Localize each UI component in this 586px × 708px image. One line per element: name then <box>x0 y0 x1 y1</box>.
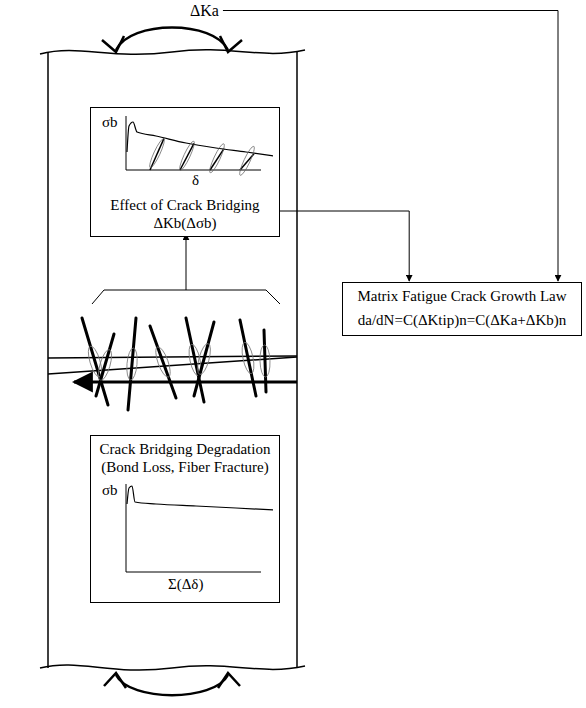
axis-label: Σ(Δδ) <box>168 576 203 593</box>
connector-arrow <box>280 211 409 281</box>
debond-zone <box>96 348 115 382</box>
bracket <box>92 290 280 304</box>
stress-intensity-label: ΔKa <box>190 2 219 19</box>
chart: σbΣ(Δδ) <box>96 480 273 598</box>
box-text: da/dN=C(ΔKtip)n=C(ΔKa+ΔKb)n <box>348 311 576 329</box>
fiber <box>96 334 114 396</box>
chart-axes <box>126 484 261 572</box>
bracket-arrow <box>186 234 187 290</box>
fiber-hatch <box>238 145 257 177</box>
chart: σb δ <box>96 112 273 192</box>
bridging-curve <box>127 486 273 510</box>
fiber <box>150 326 176 398</box>
process-box: Crack Bridging Degradation (Bond Loss, F… <box>90 435 280 603</box>
fiber-hatch <box>148 137 167 169</box>
debond-zone <box>259 345 270 377</box>
chart-axes <box>126 116 261 170</box>
fiber-hatch <box>178 140 197 172</box>
axis-label: σb <box>102 114 118 131</box>
specimen-outline <box>40 50 305 670</box>
process-box: σb δEffect of Crack BridgingΔKb(Δσb) <box>90 107 280 237</box>
debond-zone <box>126 348 139 381</box>
debond-zone <box>195 342 213 376</box>
fiber <box>194 322 214 396</box>
box-text: Effect of Crack Bridging <box>96 196 274 214</box>
fibers <box>82 318 271 410</box>
chart-plot <box>96 112 273 192</box>
fiber-hatch <box>180 143 194 170</box>
fiber-hatch <box>208 143 227 175</box>
load-arrow-bottom <box>104 673 240 695</box>
process-box: Matrix Fatigue Crack Growth Law da/dN=C(Δ… <box>342 282 582 336</box>
box-text: ΔKb(Δσb) <box>96 214 274 232</box>
fiber-hatch <box>150 138 164 170</box>
fiber <box>82 318 108 405</box>
debond-zone <box>153 345 173 378</box>
box-text: Matrix Fatigue Crack Growth Law <box>348 287 576 305</box>
load-arrow-top <box>102 28 242 53</box>
bridging-curve <box>127 122 273 156</box>
fiber <box>240 320 256 396</box>
axis-label: σb <box>102 482 118 499</box>
debond-zone <box>240 341 256 374</box>
crack-growth-arrow <box>74 381 297 384</box>
box-text: Crack Bridging Degradation (Bond Loss, F… <box>96 440 274 476</box>
axis-label: δ <box>192 172 199 189</box>
fiber <box>128 318 136 410</box>
